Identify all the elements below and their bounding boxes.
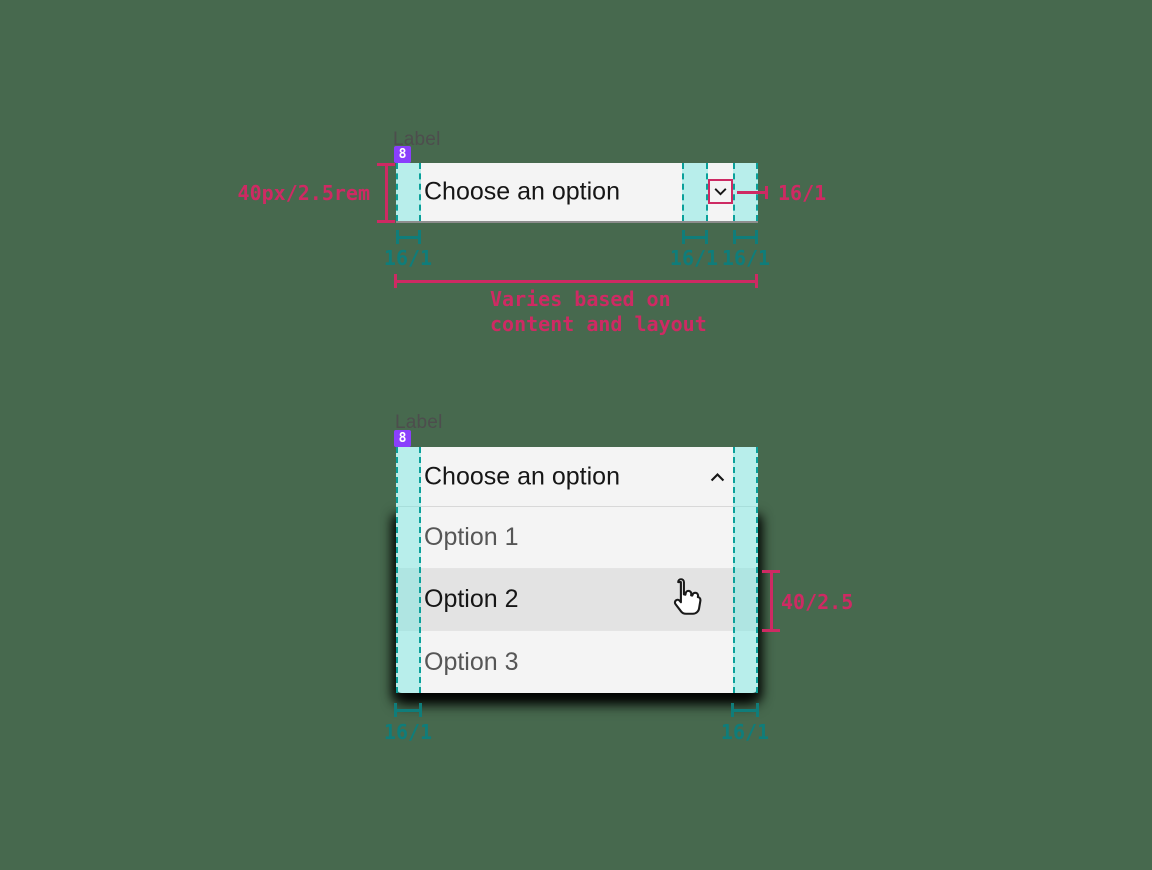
width-measure-beam (394, 274, 758, 288)
menu-option-2-label: Option 2 (424, 585, 519, 613)
spacing-badge-open: 8 (394, 430, 411, 447)
open-right-padding-beam (731, 703, 759, 717)
spacing-badge-number: 8 (398, 147, 407, 162)
open-left-padding-label: 16/1 (383, 720, 433, 744)
chevron-size-label: 16/1 (778, 181, 827, 205)
spacing-band-left (396, 163, 421, 221)
width-note-line1: Varies based on (490, 287, 671, 311)
dropdown-label-open: Label (395, 412, 443, 433)
dropdown-label: Label (393, 129, 441, 150)
row-height-measure-beam (762, 570, 780, 632)
dropdown-field-closed[interactable]: Choose an option (396, 163, 758, 223)
menu-option-1[interactable]: Option 1 (396, 507, 758, 569)
row-height-label: 40/2.5 (781, 590, 854, 614)
left-padding-label: 16/1 (383, 246, 433, 270)
menu-option-1-label: Option 1 (424, 523, 519, 551)
hand-cursor-icon (673, 578, 702, 615)
menu-option-3[interactable]: Option 3 (396, 631, 758, 693)
chevron-measure-box (708, 179, 733, 204)
spacing-band-inner-right (682, 163, 708, 221)
chevron-down-icon (714, 188, 727, 196)
width-note: Varies based on content and layout (490, 287, 707, 337)
chevron-up-icon (710, 473, 725, 482)
height-measure-beam (377, 163, 395, 223)
open-right-padding-label: 16/1 (720, 720, 770, 744)
right-padding-label: 16/1 (721, 246, 771, 270)
inner-right-padding-label: 16/1 (669, 246, 719, 270)
dropdown-open-root: Choose an option Option 1 Option 2 Optio… (396, 447, 758, 693)
dropdown-value: Choose an option (424, 177, 620, 206)
spacing-band-open-left (396, 447, 421, 693)
right-padding-beam (733, 230, 758, 244)
chevron-callout-tick (765, 186, 768, 199)
left-padding-beam (396, 230, 421, 244)
chevron-callout-line (737, 191, 767, 194)
inner-right-padding-beam (682, 230, 708, 244)
spacing-badge-open-number: 8 (398, 431, 407, 446)
width-note-line2: content and layout (490, 312, 707, 336)
spacing-badge: 8 (394, 146, 411, 163)
open-left-padding-beam (394, 703, 422, 717)
menu-option-3-label: Option 3 (424, 647, 519, 676)
dropdown-field-open[interactable]: Choose an option (396, 447, 758, 507)
dropdown-open-value: Choose an option (424, 462, 620, 490)
spacing-band-open-right (733, 447, 758, 693)
height-measure-label: 40px/2.5rem (237, 181, 370, 205)
